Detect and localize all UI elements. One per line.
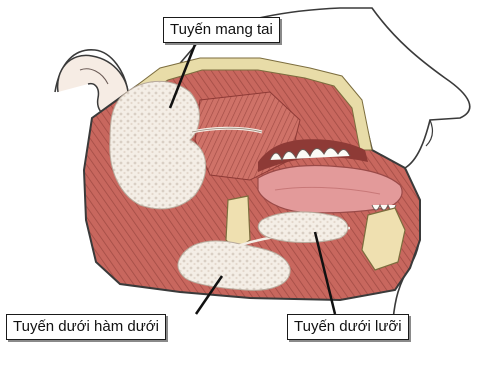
label-sublingual-gland: Tuyến dưới lưỡi xyxy=(287,314,409,340)
parotid-gland xyxy=(110,81,206,209)
sublingual-gland xyxy=(258,212,348,243)
label-parotid-gland: Tuyến mang tai xyxy=(163,17,280,43)
label-submandibular-gland: Tuyến dưới hàm dưới xyxy=(6,314,166,340)
mandible-front xyxy=(362,208,405,270)
